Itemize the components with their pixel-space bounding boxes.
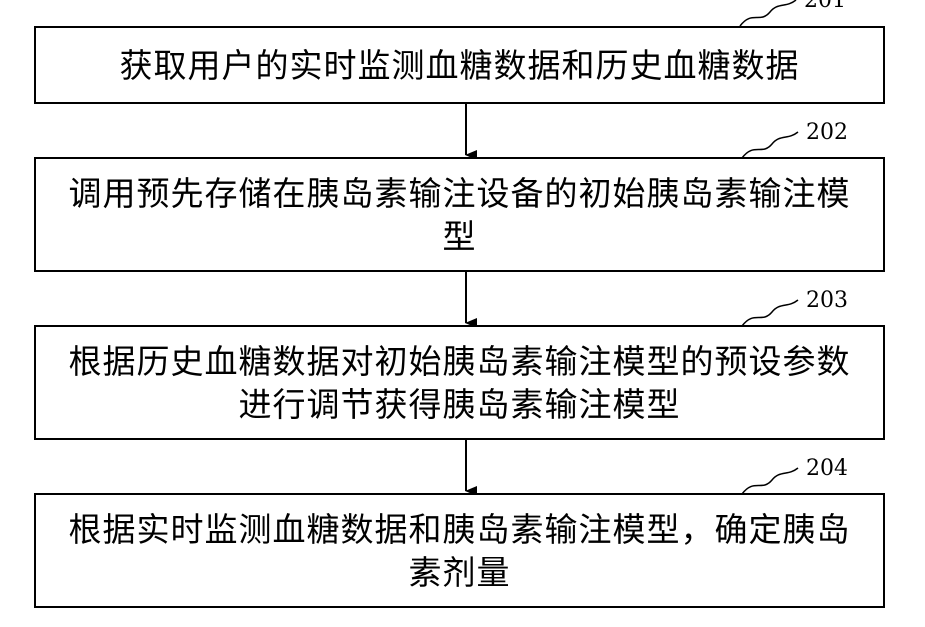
leader-204	[742, 468, 798, 494]
step-text-201: 获取用户的实时监测血糖数据和历史血糖数据	[58, 44, 861, 87]
ref-202: 202	[806, 122, 848, 144]
step-text-204: 根据实时监测血糖数据和胰岛素输注模型，确定胰岛素剂量	[58, 508, 861, 594]
step-box-202: 调用预先存储在胰岛素输注设备的初始胰岛素输注模型	[34, 157, 885, 272]
ref-204: 204	[806, 458, 848, 480]
step-box-201: 获取用户的实时监测血糖数据和历史血糖数据	[34, 26, 885, 104]
step-box-203: 根据历史血糖数据对初始胰岛素输注模型的预设参数进行调节获得胰岛素输注模型	[34, 325, 885, 440]
step-box-204: 根据实时监测血糖数据和胰岛素输注模型，确定胰岛素剂量	[34, 493, 885, 608]
step-text-203: 根据历史血糖数据对初始胰岛素输注模型的预设参数进行调节获得胰岛素输注模型	[58, 340, 861, 426]
ref-201: 201	[804, 0, 846, 12]
leader-202	[742, 132, 798, 158]
leader-201	[740, 0, 796, 26]
ref-203: 203	[806, 290, 848, 312]
leader-203	[742, 300, 798, 326]
step-text-202: 调用预先存储在胰岛素输注设备的初始胰岛素输注模型	[58, 172, 861, 258]
